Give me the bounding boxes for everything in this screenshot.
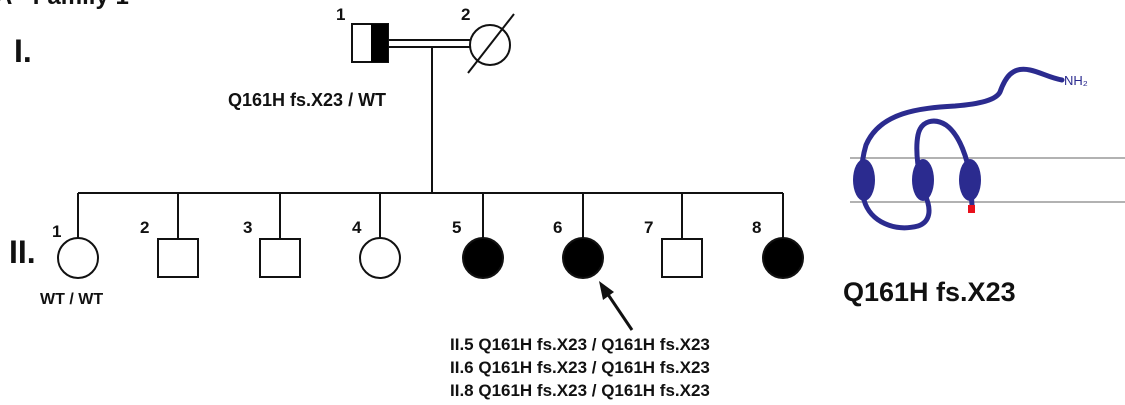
generation-label-ii: II. xyxy=(9,234,36,270)
carrier-half-fill xyxy=(371,24,388,62)
individual-number-ii-8: 8 xyxy=(752,218,761,237)
genotype-list-item: II.8 Q161H fs.X23 / Q161H fs.X23 xyxy=(450,381,710,400)
mutation-marker xyxy=(968,205,975,213)
individual-ii-7 xyxy=(661,238,703,278)
mutation-label: Q161H fs.X23 xyxy=(843,277,1016,307)
genotype-list-item: II.6 Q161H fs.X23 / Q161H fs.X23 xyxy=(450,358,710,377)
deceased-slash xyxy=(467,13,515,74)
transmembrane-helix-2 xyxy=(912,159,934,201)
individual-ii-8-affected xyxy=(762,237,804,279)
individual-number-ii-6: 6 xyxy=(553,218,562,237)
individual-ii-3 xyxy=(259,238,301,278)
individual-number-i-1: 1 xyxy=(336,5,345,24)
generation-label-i: I. xyxy=(14,33,32,69)
child-lines xyxy=(77,193,784,238)
individual-i-2 xyxy=(467,13,515,74)
transmembrane-helix-3 xyxy=(959,159,981,201)
individual-ii-5-affected xyxy=(462,237,504,279)
individual-number-i-2: 2 xyxy=(461,5,470,24)
panel-header: A - Family 1 xyxy=(0,0,129,10)
individual-ii-1 xyxy=(57,237,99,279)
genotype-i-1: Q161H fs.X23 / WT xyxy=(228,90,386,110)
genotype-ii-1: WT / WT xyxy=(40,291,103,308)
individual-number-ii-2: 2 xyxy=(140,218,149,237)
individual-ii-4 xyxy=(359,237,401,279)
individual-number-ii-1: 1 xyxy=(52,222,61,241)
genotype-list-item: II.5 Q161H fs.X23 / Q161H fs.X23 xyxy=(450,335,710,354)
transmembrane-helix-1 xyxy=(853,159,875,201)
individual-number-ii-5: 5 xyxy=(452,218,461,237)
individual-number-ii-3: 3 xyxy=(243,218,252,237)
protein-chain xyxy=(858,66,1065,231)
protein-topology-diagram: NH₂ xyxy=(850,66,1125,231)
individual-ii-6-affected-proband xyxy=(562,237,604,279)
proband-arrow xyxy=(599,281,634,331)
nh2-terminus-label: NH₂ xyxy=(1064,73,1088,88)
individual-ii-2 xyxy=(157,238,199,278)
individual-i-1 xyxy=(351,23,389,63)
individual-number-ii-7: 7 xyxy=(644,218,653,237)
individual-number-ii-4: 4 xyxy=(352,218,362,237)
